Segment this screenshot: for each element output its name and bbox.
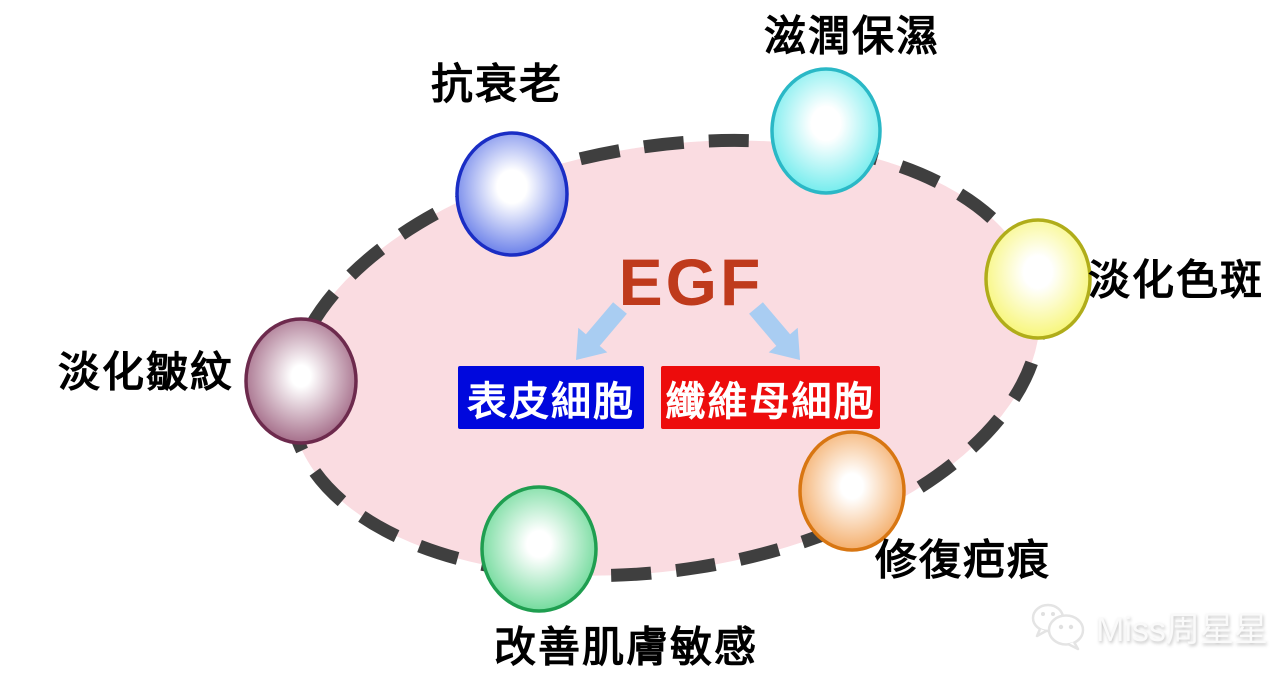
epidermal-cells-label: 表皮細胞	[467, 379, 635, 424]
arrow-to-fibroblast-icon	[749, 302, 800, 360]
watermark: Miss周星星	[1028, 600, 1268, 652]
label-fade-spots: 淡化色斑	[1087, 256, 1265, 304]
ball-repair-scars	[798, 430, 906, 552]
label-moisturizing: 滋潤保濕	[763, 12, 941, 60]
epidermal-cells-box: 表皮細胞	[458, 366, 644, 429]
fibroblast-cells-box: 纖維母細胞	[661, 366, 880, 429]
ball-fade-spots	[984, 218, 1092, 340]
arrow-to-epidermal-icon	[576, 302, 627, 360]
ball-moisturizing	[770, 67, 882, 195]
watermark-text: Miss周星星	[1096, 610, 1268, 649]
label-soothe-sensitivity: 改善肌膚敏感	[493, 623, 759, 671]
wechat-icon	[1031, 603, 1085, 651]
label-fade-wrinkles: 淡化皺紋	[57, 348, 235, 396]
fibroblast-cells-label: 纖維母細胞	[665, 379, 876, 424]
diagram-title: EGF	[618, 245, 764, 319]
ball-fade-wrinkles	[244, 317, 358, 445]
label-anti-aging: 抗衰老	[430, 60, 564, 108]
ball-anti-aging	[455, 131, 569, 257]
label-repair-scars: 修復疤痕	[874, 536, 1052, 584]
ball-soothe-sensitivity	[480, 485, 598, 613]
